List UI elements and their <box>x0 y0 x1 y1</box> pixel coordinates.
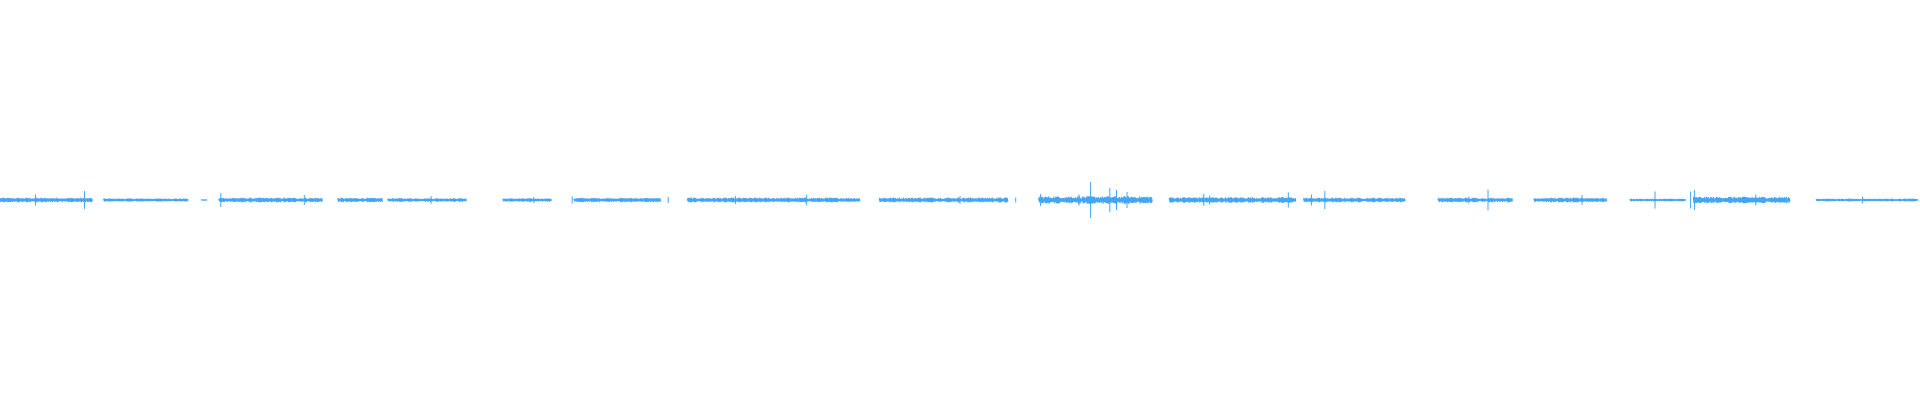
waveform-segment <box>1038 196 1153 204</box>
waveform-segment <box>1629 198 1687 202</box>
waveform-segment <box>0 197 93 203</box>
waveform-segment <box>1533 197 1608 203</box>
waveform-segment <box>103 198 189 202</box>
waveform-segment <box>686 197 861 203</box>
waveform-segment <box>218 197 323 203</box>
waveform-segment <box>878 197 1009 203</box>
waveform-segment <box>337 197 383 203</box>
waveform-segment <box>1303 197 1406 203</box>
waveform-segment <box>502 198 552 202</box>
waveform-segment <box>1168 196 1297 204</box>
waveform-segment <box>1437 197 1514 203</box>
waveform-segment <box>1815 198 1919 202</box>
waveform-segment <box>201 199 208 201</box>
waveform-segment <box>1692 196 1791 204</box>
waveform-segment <box>387 197 467 203</box>
waveform-segment <box>573 197 662 203</box>
waveform-track <box>0 182 1919 218</box>
